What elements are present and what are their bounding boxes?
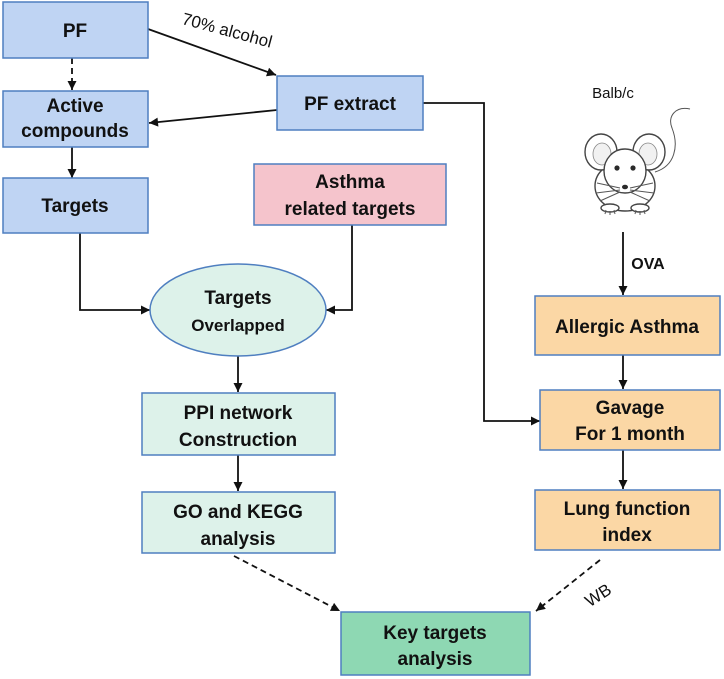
allergic-asthma-box <box>534 295 721 356</box>
arrow-targets-to-overlap <box>79 233 150 315</box>
arrow-pf-to-pf-extract <box>147 28 277 77</box>
go-kegg-node: GO and KEGG analysis <box>141 491 336 554</box>
asthma-targets-node: Asthma related targets <box>253 163 447 226</box>
active-compounds-label-line2: compounds <box>21 121 129 142</box>
lung-function-box <box>534 489 721 551</box>
asthma-targets-box <box>253 163 447 226</box>
mouse-icon <box>584 107 691 215</box>
key-targets-box <box>340 611 531 676</box>
pf-box <box>2 1 149 59</box>
gavage-box <box>539 389 721 451</box>
pf-label: PF <box>63 21 87 42</box>
targets-node: Targets <box>2 177 149 234</box>
gavage-node: Gavage For 1 month <box>539 389 721 451</box>
lung-function-node: Lung function index <box>534 489 721 551</box>
arrow-asthma-targets-to-overlap <box>326 225 353 315</box>
go-kegg-box <box>141 491 336 554</box>
lung-function-label-line2: index <box>602 525 652 546</box>
targets-overlapped-label-line1: Targets <box>204 288 271 309</box>
key-targets-label-line2: analysis <box>398 649 473 670</box>
targets-overlapped-label-line2: Overlapped <box>191 316 285 335</box>
ppi-network-label-line1: PPI network <box>184 403 293 424</box>
key-targets-node: Key targets analysis <box>340 611 531 676</box>
targets-overlapped-ellipse <box>149 263 327 357</box>
arrow-pf-extract-to-gavage <box>423 102 540 426</box>
pf-extract-label: PF extract <box>304 94 397 115</box>
targets-box <box>2 177 149 234</box>
arrow-pf-extract-to-active-compounds <box>148 109 278 127</box>
ppi-network-label-line2: Construction <box>179 430 297 451</box>
arrow-lung-function-to-key-targets <box>535 559 601 612</box>
pf-extract-node: PF extract <box>276 75 424 131</box>
gavage-label-line1: Gavage <box>596 398 665 419</box>
asthma-targets-label-line1: Asthma <box>315 172 385 193</box>
ova-label: OVA <box>631 256 665 273</box>
asthma-targets-label-line2: related targets <box>285 199 416 220</box>
pf-node: PF <box>2 1 149 59</box>
go-kegg-label-line2: analysis <box>201 529 276 550</box>
active-compounds-label-line1: Active <box>46 96 103 117</box>
ppi-network-box <box>141 392 336 456</box>
lung-function-label-line1: Lung function <box>564 499 691 520</box>
pf-extract-box <box>276 75 424 131</box>
wb-label: WB <box>582 580 615 611</box>
targets-overlapped-node: Targets Overlapped <box>149 263 327 357</box>
allergic-asthma-label: Allergic Asthma <box>555 317 699 338</box>
active-compounds-node: Active compounds <box>2 90 149 148</box>
targets-label: Targets <box>41 196 108 217</box>
go-kegg-label-line1: GO and KEGG <box>173 502 303 523</box>
mouse-strain-label: Balb/c <box>592 85 634 102</box>
active-compounds-box <box>2 90 149 148</box>
key-targets-label-line1: Key targets <box>383 623 487 644</box>
gavage-label-line2: For 1 month <box>575 424 685 445</box>
ppi-network-node: PPI network Construction <box>141 392 336 456</box>
arrow-go-kegg-to-key-targets <box>233 555 341 612</box>
allergic-asthma-node: Allergic Asthma <box>534 295 721 356</box>
